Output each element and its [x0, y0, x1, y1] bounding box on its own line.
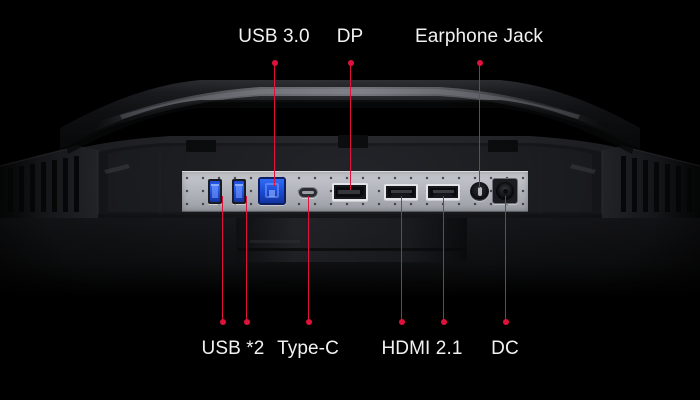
callout-leader-dc [505, 196, 507, 322]
callout-leader-usb-1 [222, 196, 224, 322]
callout-leader-usb-2 [246, 196, 248, 322]
callout-label-earphone-jack: Earphone Jack [414, 26, 544, 47]
callout-label-hdmi-21: HDMI 2.1 [381, 338, 463, 359]
callout-leader-usb30 [274, 62, 276, 186]
callout-label-usb-x2: USB *2 [201, 338, 265, 359]
callout-dot-usb-1 [219, 319, 226, 325]
io-port-panel [182, 171, 528, 212]
callout-dot-usb-2 [243, 319, 250, 325]
callout-label-type-c: Type-C [277, 338, 339, 359]
usb-a-port-2[interactable] [232, 179, 246, 204]
callout-dot-dc [502, 319, 509, 325]
callout-leader-dp [350, 62, 352, 190]
earphone-jack-port[interactable] [470, 182, 489, 201]
callout-dot-hdmi-2 [440, 319, 447, 325]
callout-leader-hdmi-1 [401, 196, 403, 322]
usb-b-upstream-port[interactable] [258, 177, 286, 205]
callout-dot-hdmi-1 [398, 319, 405, 325]
usb-a-port-1[interactable] [208, 179, 222, 204]
callout-dot-type-c [305, 319, 312, 325]
callout-label-usb30: USB 3.0 [238, 26, 310, 47]
callout-leader-type-c [308, 196, 310, 322]
callout-leader-hdmi-2 [443, 196, 445, 322]
callout-label-dc: DC [491, 338, 519, 359]
callout-leader-earphone-jack [479, 62, 481, 188]
callout-label-dp: DP [336, 26, 364, 47]
